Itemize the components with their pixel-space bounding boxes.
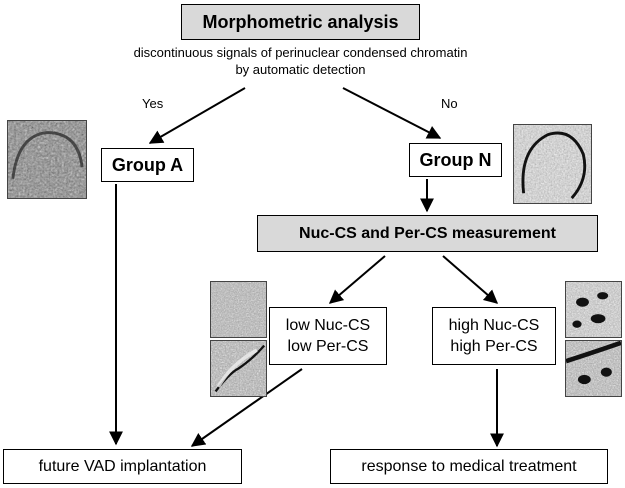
micrograph-high-nuc <box>565 281 622 338</box>
group-n-text: Group N <box>419 149 492 170</box>
arrow-yes <box>148 87 246 144</box>
micrograph-group-n <box>513 124 592 204</box>
title-text: Morphometric analysis <box>202 11 399 32</box>
group-a-box: Group A <box>101 148 194 182</box>
micrograph-high-per <box>565 340 622 397</box>
high-line-2: high Per-CS <box>450 338 538 355</box>
arrow-measurement-to-high <box>442 255 499 304</box>
measurement-box: Nuc-CS and Per-CS measurement <box>257 215 598 252</box>
outcome-response-text: response to medical treatment <box>361 457 577 475</box>
criterion-line-1: discontinuous signals of perinuclear con… <box>133 45 468 60</box>
outcome-vad-box: future VAD implantation <box>3 449 242 484</box>
high-line-1: high Nuc-CS <box>448 317 540 334</box>
low-line-1: low Nuc-CS <box>285 317 371 334</box>
micrograph-low-per <box>210 340 267 397</box>
outcome-vad-text: future VAD implantation <box>38 457 207 475</box>
arrow-low-to-vad <box>190 368 303 447</box>
criterion-line-2: by automatic detection <box>235 62 366 77</box>
micrograph-group-a <box>7 120 87 199</box>
outcome-response-box: response to medical treatment <box>330 449 608 484</box>
group-a-text: Group A <box>111 154 184 175</box>
branch-no-label: No <box>441 96 458 111</box>
criterion-text: discontinuous signals of perinuclear con… <box>60 44 541 78</box>
group-n-box: Group N <box>409 143 502 177</box>
low-box: low Nuc-CS low Per-CS <box>269 307 387 365</box>
branch-yes-label: Yes <box>142 96 164 111</box>
arrow-no <box>342 87 442 139</box>
micrograph-low-nuc <box>210 281 267 338</box>
title-box: Morphometric analysis <box>181 4 420 40</box>
measurement-text: Nuc-CS and Per-CS measurement <box>299 224 556 242</box>
low-line-2: low Per-CS <box>287 338 369 355</box>
high-box: high Nuc-CS high Per-CS <box>432 307 556 365</box>
arrow-measurement-to-low <box>328 255 386 304</box>
